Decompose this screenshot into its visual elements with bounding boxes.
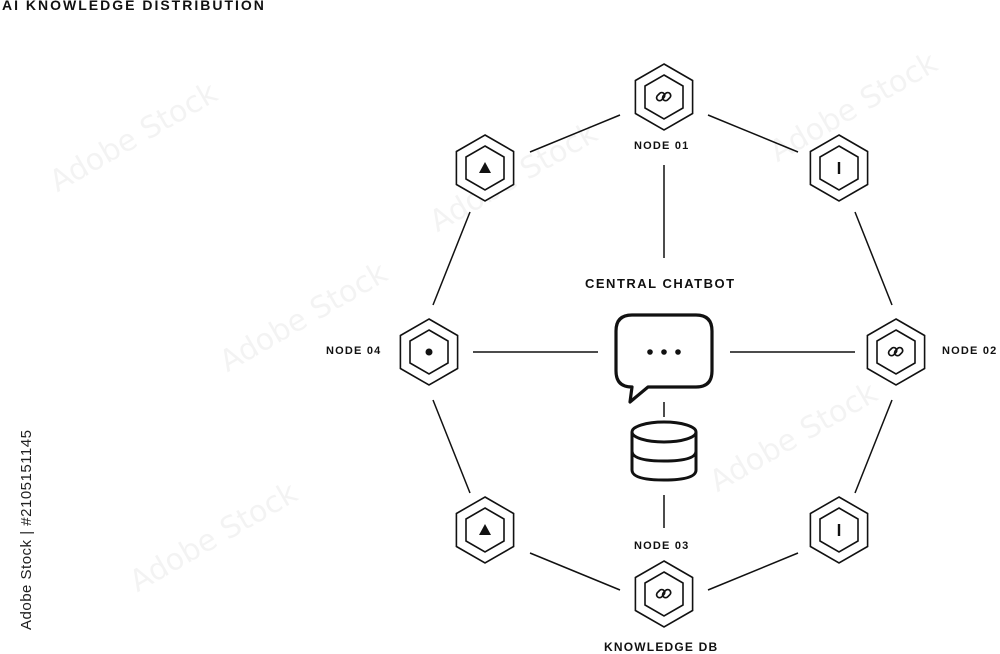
page-title: AI KNOWLEDGE DISTRIBUTION <box>2 0 266 13</box>
node-top-right <box>809 134 869 202</box>
node-01-label: NODE 01 <box>634 140 690 152</box>
connection-lines <box>432 114 893 591</box>
triangle-icon <box>479 524 491 535</box>
node-04-label: NODE 04 <box>326 345 382 357</box>
node-top-left <box>455 134 515 202</box>
knowledge-db-label: KNOWLEDGE DB <box>604 640 719 654</box>
node-bottom <box>634 560 694 628</box>
triangle-icon <box>479 162 491 173</box>
node-left <box>399 318 459 386</box>
node-bottom-left <box>455 496 515 564</box>
node-03-label: NODE 03 <box>634 540 690 552</box>
chat-bubble-icon <box>614 313 714 404</box>
node-right <box>866 318 926 386</box>
node-02-label: NODE 02 <box>942 345 998 357</box>
dot-icon <box>425 348 433 356</box>
node-top <box>634 63 694 131</box>
central-chatbot-label: CENTRAL CHATBOT <box>585 276 736 291</box>
database-icon <box>630 420 698 482</box>
node-bottom-right <box>809 496 869 564</box>
